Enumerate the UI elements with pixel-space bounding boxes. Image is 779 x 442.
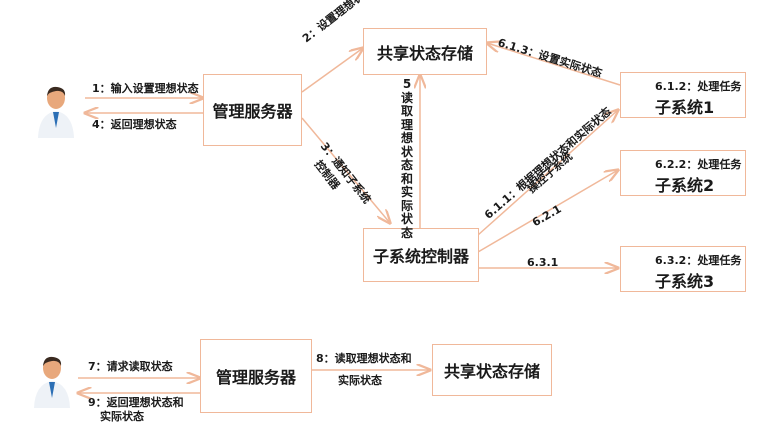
- subsystem-1-name: 子系统1: [655, 98, 715, 117]
- label-step-5: 5读取理想状态和实际状态: [400, 77, 413, 240]
- subsystem-3-box: [620, 246, 746, 292]
- arrow-611: [477, 110, 618, 236]
- label-step-631: 6.3.1: [527, 256, 559, 269]
- label-step-8a: 8：读取理想状态和: [316, 352, 412, 365]
- label-step-9a: 9：返回理想状态和: [88, 396, 184, 409]
- shared-state-store-label: 共享状态存储: [376, 43, 473, 63]
- bottom-manager-server-box: 管理服务器: [200, 339, 312, 413]
- label-step-9b: 实际状态: [100, 410, 144, 423]
- subsystem-2-name: 子系统2: [655, 176, 715, 195]
- label-step-8b: 实际状态: [338, 374, 382, 387]
- user-avatar-icon: [36, 84, 76, 142]
- subsystem-controller-box: 子系统控制器: [363, 228, 479, 282]
- bottom-manager-server-label: 管理服务器: [215, 368, 296, 387]
- subsystem-2-task: 6.2.2：处理任务: [655, 158, 742, 171]
- subsystem-3-name: 子系统3: [655, 272, 715, 291]
- label-step-7: 7：请求读取状态: [88, 360, 173, 373]
- label-step-1: 1：输入设置理想状态: [92, 82, 199, 95]
- label-step-4: 4：返回理想状态: [92, 118, 177, 131]
- arrow-2: [301, 48, 363, 93]
- bottom-shared-state-store-box: 共享状态存储: [432, 344, 552, 396]
- subsystem-1-box: [620, 72, 746, 118]
- subsystem-2-box: [620, 150, 746, 196]
- arrow-3: [301, 117, 390, 223]
- subsystem-3-task: 6.3.2：处理任务: [655, 254, 742, 267]
- arrow-613: [487, 43, 621, 86]
- manager-server-box: 管理服务器: [203, 74, 302, 146]
- manager-server-label: 管理服务器: [212, 102, 293, 121]
- subsystem-controller-label: 子系统控制器: [372, 247, 469, 266]
- arrow-621: [477, 170, 618, 253]
- shared-state-store-box: 共享状态存储: [363, 28, 487, 75]
- bottom-shared-state-store-label: 共享状态存储: [443, 362, 540, 381]
- user-avatar-icon: [32, 354, 72, 412]
- subsystem-1-task: 6.1.2：处理任务: [655, 80, 742, 93]
